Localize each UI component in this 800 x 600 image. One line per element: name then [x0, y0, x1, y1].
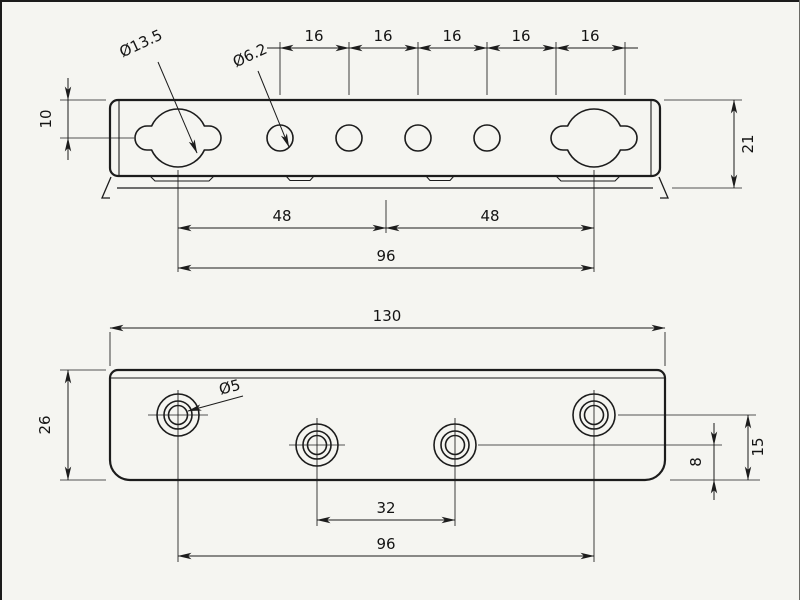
- top-view-part: [101, 98, 669, 199]
- small-hole-4: [473, 124, 501, 152]
- dim-length-label: 130: [373, 307, 402, 325]
- dim-slot-span-label: 96: [376, 247, 395, 265]
- small-hole-3: [404, 124, 432, 152]
- dim-edge-offset-label: 10: [37, 109, 55, 128]
- sheet-edge-left: [0, 0, 2, 600]
- dim-pitch-5-label: 16: [580, 27, 599, 45]
- dim-height-label: 21: [739, 134, 757, 153]
- bottom-view: 130 Ø5 26 8 15: [36, 307, 767, 562]
- dim-plate-hole-dia-label: Ø5: [217, 376, 242, 399]
- dim-slot-dia-label: Ø13.5: [117, 26, 166, 61]
- top-view-dimensions: 16 16 16 16 16 Ø13.5 Ø6.2 10: [37, 26, 757, 272]
- flange-end-right: [658, 176, 669, 199]
- small-hole-2: [335, 124, 363, 152]
- bracket-body-outline: [108, 98, 662, 178]
- plate-outline: [108, 368, 667, 482]
- keyhole-slot-left: [134, 108, 222, 168]
- keyhole-slot-right: [550, 108, 638, 168]
- top-view: 16 16 16 16 16 Ø13.5 Ø6.2 10: [37, 26, 757, 272]
- dim-offset-15-label: 15: [749, 437, 767, 456]
- dim-pitch-3-label: 16: [442, 27, 461, 45]
- small-hole-1: [266, 124, 294, 152]
- dim-hole-dia-label: Ø6.2: [230, 40, 270, 71]
- hole-dia-leader: [257, 70, 290, 148]
- dim-offset-8-label: 8: [687, 457, 705, 467]
- dim-span-left-label: 48: [272, 207, 291, 225]
- dim-plate-height-label: 26: [36, 415, 54, 434]
- bottom-view-dimensions: 130 Ø5 26 8 15: [36, 307, 767, 562]
- dim-pitch-4-label: 16: [511, 27, 530, 45]
- dim-span-right-label: 48: [480, 207, 499, 225]
- dim-outer-span-label: 96: [376, 535, 395, 553]
- flange-end-left: [101, 176, 112, 199]
- sheet-edge-top: [0, 0, 800, 2]
- plate-hole-dia-leader: [187, 395, 244, 412]
- dim-inner-pitch-label: 32: [376, 499, 395, 517]
- bottom-view-part: [108, 368, 667, 482]
- dim-pitch-1-label: 16: [304, 27, 323, 45]
- slot-dia-leader: [157, 61, 198, 154]
- flange-tabs: [149, 175, 621, 182]
- dim-pitch-2-label: 16: [373, 27, 392, 45]
